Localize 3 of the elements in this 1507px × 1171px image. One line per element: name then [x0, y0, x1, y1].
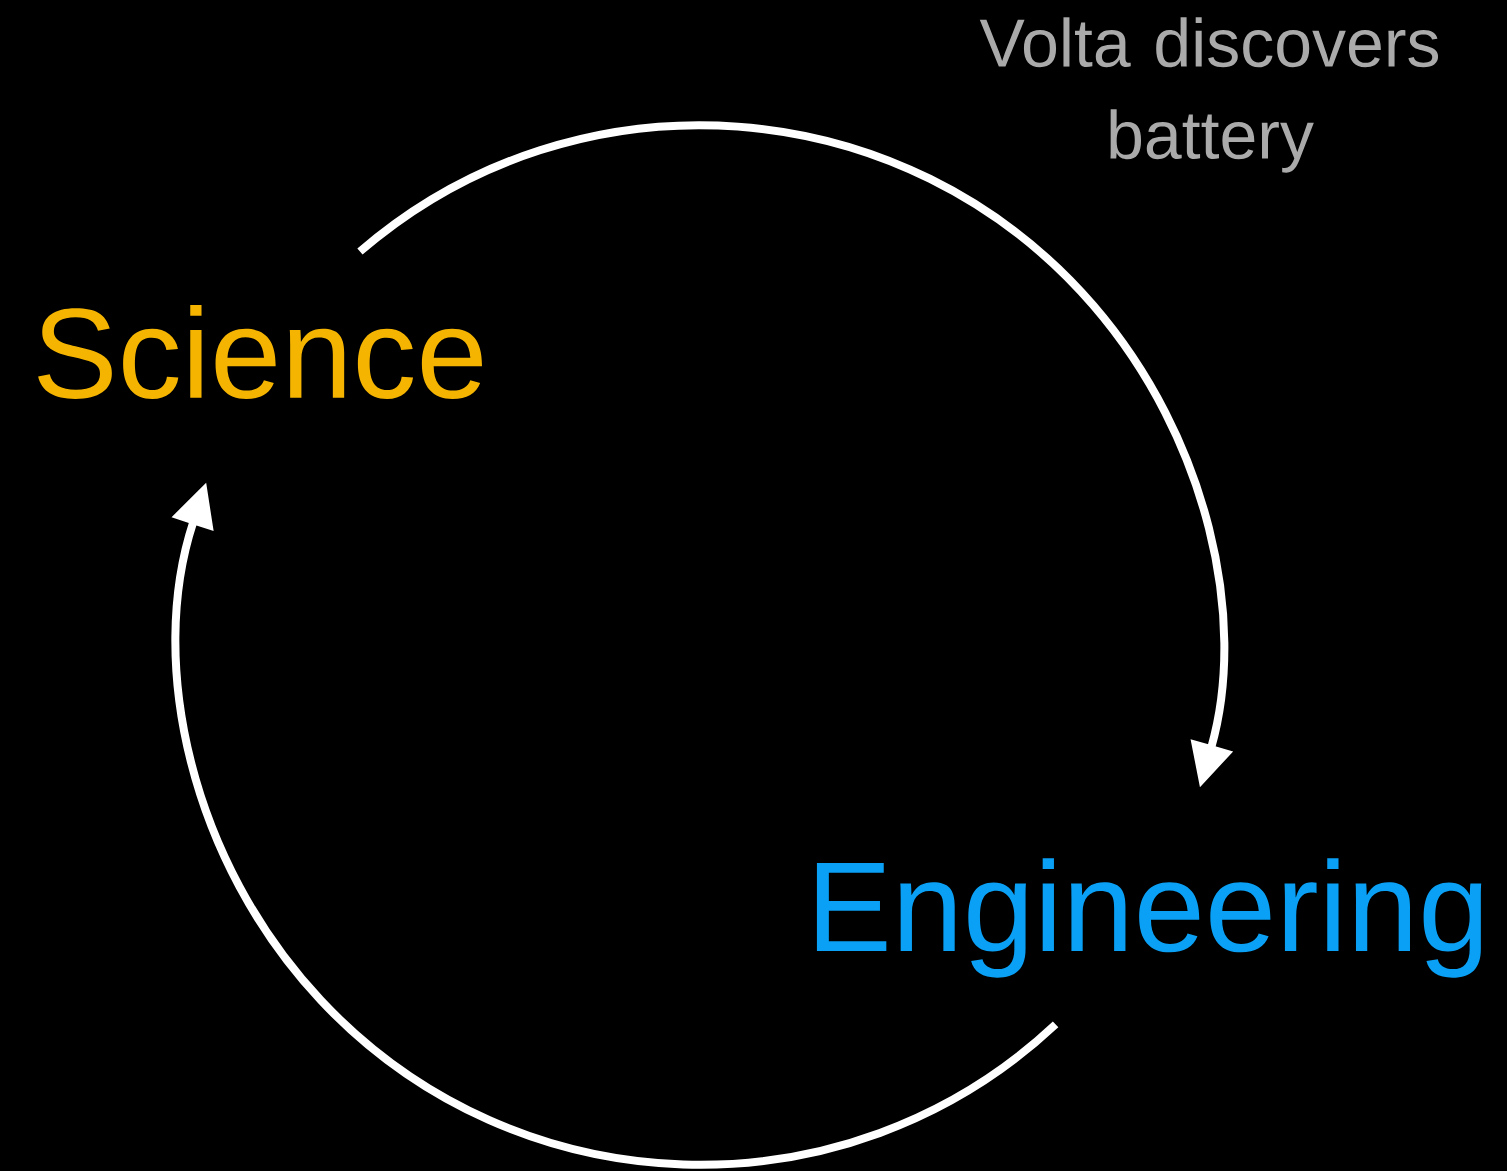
- node-label: Engineering: [816, 858, 1482, 978]
- node-label: Science: [38, 305, 482, 399]
- note-text: Volta discovers battery: [979, 17, 1439, 173]
